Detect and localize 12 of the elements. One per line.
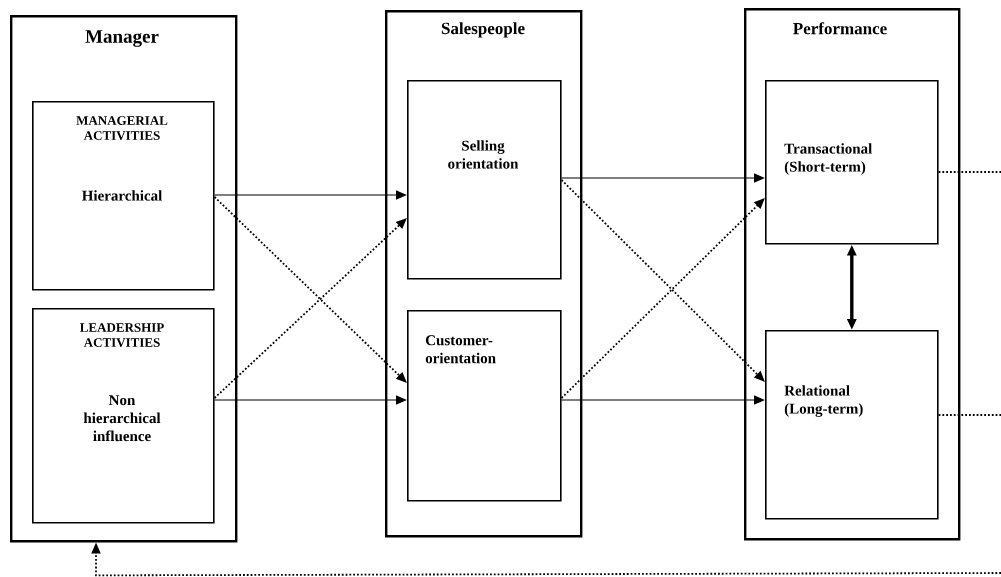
text-box: Relational (Long-term) xyxy=(765,330,939,520)
arrow xyxy=(213,196,407,383)
arrow xyxy=(560,179,765,382)
arrow xyxy=(213,218,407,399)
text-box: LEADERSHIP ACTIVITIES Non hierarchical influence xyxy=(32,308,215,524)
text-box: MANAGERIAL ACTIVITIES Hierarchical xyxy=(32,101,215,291)
text-box: Selling orientation xyxy=(407,80,562,280)
text-box: Customer-orientation xyxy=(407,310,562,502)
arrow xyxy=(214,395,407,405)
text-box: Transactional (Short-term) xyxy=(765,80,939,245)
arrow xyxy=(560,198,765,399)
arrow xyxy=(214,190,407,200)
